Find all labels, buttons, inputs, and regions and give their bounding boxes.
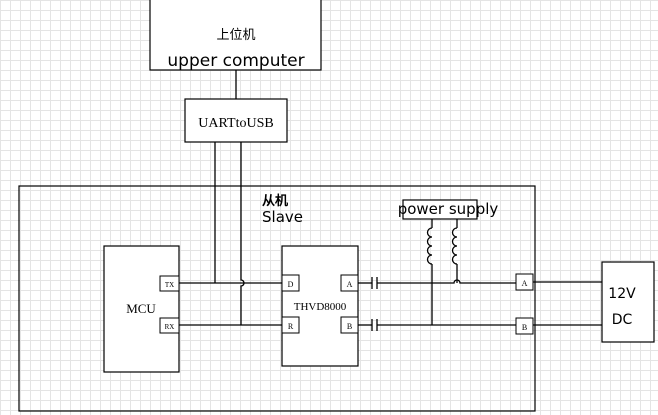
dc-type-label: DC — [612, 312, 633, 328]
transceiver-d-pin-label: D — [288, 280, 294, 289]
mcu-label: MCU — [126, 301, 156, 316]
slave-title-en: Slave — [262, 208, 303, 226]
slave-board: 从机 Slave — [18, 185, 536, 412]
dc-voltage-label: 12V — [608, 286, 636, 302]
uart-to-usb-box — [184, 98, 288, 143]
uart-to-usb-label: UARTtoUSB — [198, 116, 273, 131]
connector-b-label: B — [522, 323, 527, 332]
transceiver-d-pin — [281, 274, 300, 292]
output-connector: A B — [515, 273, 534, 335]
transceiver-a-pin-label: A — [347, 280, 353, 289]
mcu-tx-pin-label: TX — [165, 281, 174, 289]
slave-title-cn: 从机 — [262, 193, 288, 208]
upper-computer-box — [149, 0, 322, 71]
transceiver-r-pin-label: R — [288, 322, 294, 331]
bus-b — [358, 319, 516, 331]
connector-b-pin — [515, 317, 534, 335]
connector-a-label: A — [522, 279, 528, 288]
uart-to-usb-block: UARTtoUSB — [184, 98, 288, 143]
upper-computer-block: 上位机 upper computer — [149, 0, 322, 71]
inductor-right-coil — [451, 227, 458, 265]
bus-a-wire-right — [377, 279, 516, 284]
inductor-left-coil — [426, 227, 433, 265]
dc-source-box — [601, 261, 655, 343]
transceiver-label: THVD8000 — [294, 301, 347, 313]
transceiver-b-pin-label: B — [347, 322, 352, 331]
transceiver-block: THVD8000 D R A B — [281, 245, 359, 367]
mcu-box — [103, 245, 180, 373]
mcu-rx-pin-label: RX — [165, 323, 175, 331]
upper-computer-title-cn: 上位机 — [216, 27, 255, 42]
upper-computer-title-en: upper computer — [167, 51, 304, 71]
bus-a — [358, 277, 516, 289]
transceiver-r-pin — [281, 316, 300, 334]
slave-board-outline — [18, 185, 536, 412]
mcu-block: MCU TX RX — [103, 245, 180, 373]
transceiver-box — [281, 245, 359, 367]
dc-source-block: 12V DC — [601, 261, 655, 343]
power-supply-label: power supply — [398, 200, 499, 218]
power-supply-box — [402, 199, 478, 220]
power-supply-block: power supply — [398, 199, 499, 325]
uart-rx-vertical — [240, 142, 245, 325]
